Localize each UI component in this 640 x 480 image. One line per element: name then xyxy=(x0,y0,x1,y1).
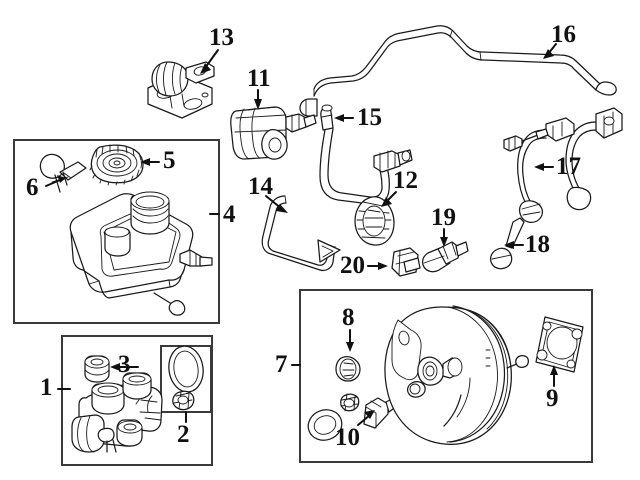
part-reservoir-grommet xyxy=(84,355,110,383)
callout-label-9[interactable]: 9 xyxy=(546,385,559,412)
callout-label-12[interactable]: 12 xyxy=(393,167,418,194)
part-booster-grommet xyxy=(335,356,361,382)
part-master-cylinder xyxy=(71,372,163,453)
part-fluid-reservoir-assembly xyxy=(69,191,213,316)
callout-label-5[interactable]: 5 xyxy=(163,147,176,174)
callout-label-6[interactable]: 6 xyxy=(26,174,39,201)
part-booster-oring xyxy=(307,409,343,441)
part-seal-repair-kit xyxy=(168,345,204,411)
part-hose-mounting-bracket xyxy=(147,61,215,119)
callout-label-16[interactable]: 16 xyxy=(551,21,576,48)
part-vacuum-line-connector xyxy=(490,217,525,270)
callout-label-13[interactable]: 13 xyxy=(209,24,234,51)
part-hose-clamp-retainer xyxy=(391,247,421,277)
callout-label-20[interactable]: 20 xyxy=(340,252,365,279)
part-vacuum-hose-grommet xyxy=(354,196,395,246)
callout-label-2[interactable]: 2 xyxy=(177,421,190,448)
panel-frames xyxy=(13,139,593,466)
callout-label-18[interactable]: 18 xyxy=(525,231,550,258)
part-power-brake-booster xyxy=(384,305,529,445)
callout-label-15[interactable]: 15 xyxy=(357,104,382,131)
callout-label-1[interactable]: 1 xyxy=(40,374,53,401)
connector-fitting-upper xyxy=(503,128,549,152)
callout-label-11[interactable]: 11 xyxy=(247,65,271,92)
callout-label-10[interactable]: 10 xyxy=(335,424,360,451)
callout-leaders xyxy=(45,43,558,426)
part-reservoir-cap xyxy=(89,144,144,186)
callout-label-7[interactable]: 7 xyxy=(275,351,288,378)
reservoir-pin xyxy=(153,292,186,316)
part-vacuum-line-short xyxy=(319,104,413,205)
part-vacuum-line-branch xyxy=(503,107,623,223)
part-booster-gasket-plate xyxy=(535,316,584,373)
part-fluid-level-sensor xyxy=(39,153,87,193)
callout-label-14[interactable]: 14 xyxy=(248,173,273,200)
part-check-valve-inline xyxy=(422,241,469,273)
callout-label-3[interactable]: 3 xyxy=(118,351,131,378)
part-vacuum-line-main xyxy=(299,25,617,117)
callout-label-17[interactable]: 17 xyxy=(556,153,581,180)
part-vacuum-pump xyxy=(230,106,317,160)
part-booster-nut xyxy=(340,393,360,412)
callout-label-8[interactable]: 8 xyxy=(342,304,355,331)
callout-label-19[interactable]: 19 xyxy=(431,204,456,231)
callout-label-4[interactable]: 4 xyxy=(223,201,236,228)
